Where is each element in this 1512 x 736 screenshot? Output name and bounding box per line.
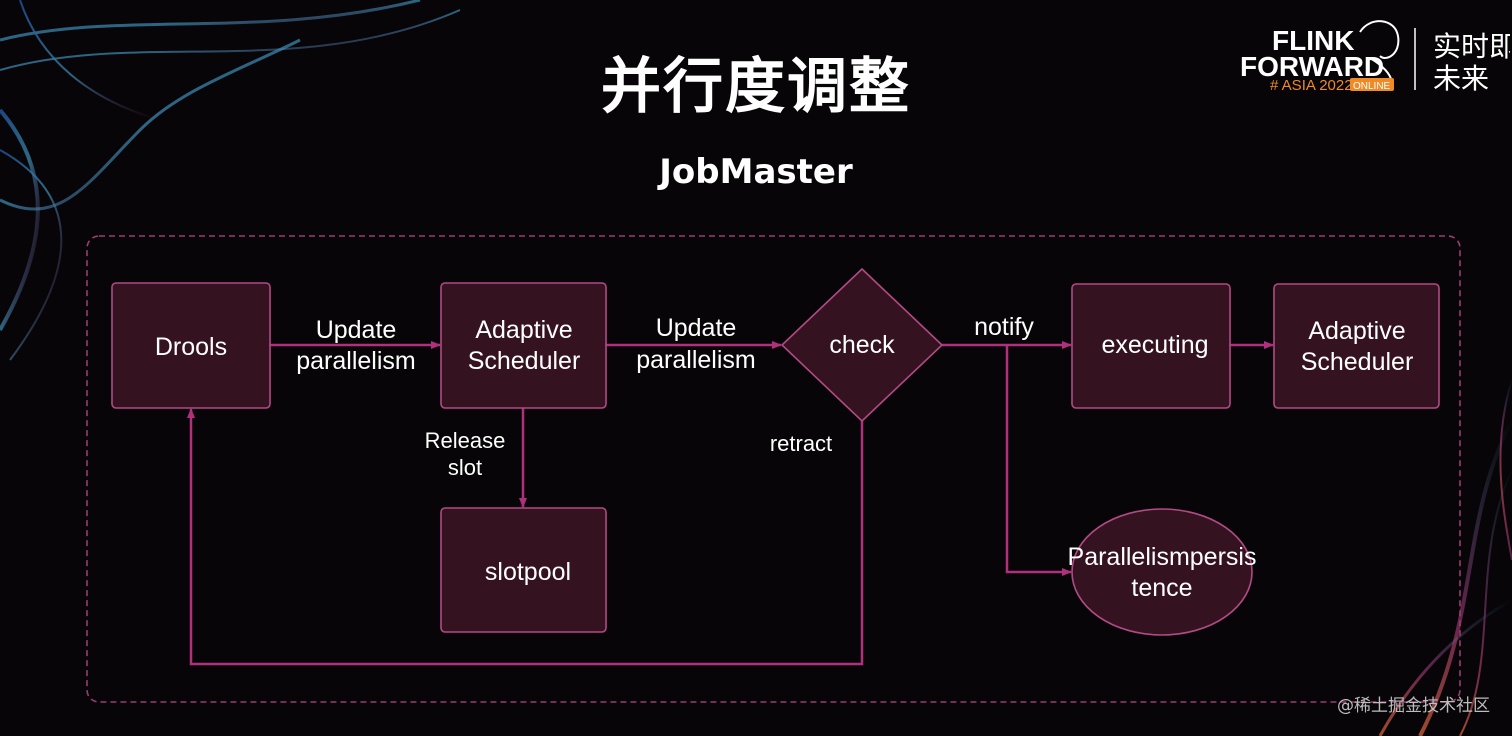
logo-line3: # ASIA 2022 <box>1270 77 1353 94</box>
node-slotpool-label: slotpool <box>485 558 571 586</box>
node-adaptive-scheduler-1-label-1: Adaptive <box>475 316 572 344</box>
edge-label-update-2b: parallelism <box>636 346 755 374</box>
diagram-heading: JobMaster <box>659 152 853 192</box>
node-adaptive-scheduler-2-label-2: Scheduler <box>1301 348 1414 376</box>
flink-forward-logo: FLINK FORWARD # ASIA 2022 ONLINE 实时即 未来 <box>1240 20 1510 95</box>
node-persistence-label-1: Parallelismpersis <box>1068 543 1257 571</box>
logo-cn-line1: 实时即 <box>1433 30 1510 63</box>
node-drools <box>111 282 271 409</box>
edge-label-update-2a: Update <box>656 314 737 342</box>
edge-label-release-2: slot <box>448 455 482 480</box>
slide-title: 并行度调整 <box>601 52 911 122</box>
logo-badge <box>1350 78 1394 91</box>
node-persistence-label-2: tence <box>1131 574 1192 602</box>
logo-cn-line2: 未来 <box>1433 62 1489 95</box>
node-check-label: check <box>829 331 895 359</box>
jobmaster-boundary <box>86 235 1461 703</box>
node-drools-label: Drools <box>155 333 227 361</box>
swirl-bottom-right <box>1378 379 1512 736</box>
edge-notify-to-persistence <box>1005 345 1072 576</box>
edge-label-release-1: Release <box>425 428 506 453</box>
node-adaptive-scheduler-1 <box>440 282 607 409</box>
edge-label-retract: retract <box>770 431 832 456</box>
node-adaptive-scheduler-2 <box>1273 283 1440 409</box>
node-persistence <box>1071 508 1253 636</box>
edge-label-update-1b: parallelism <box>296 347 415 375</box>
node-executing-label: executing <box>1101 331 1208 359</box>
edge-label-update-1a: Update <box>316 316 397 344</box>
node-adaptive-scheduler-1-label-2: Scheduler <box>468 347 581 375</box>
node-check <box>780 267 944 423</box>
node-slotpool <box>440 507 607 633</box>
logo-line1: FLINK <box>1272 25 1354 56</box>
logo-line2: FORWARD <box>1240 51 1384 82</box>
watermark: @稀土掘金技术社区 <box>1337 696 1490 716</box>
logo-badge-text: ONLINE <box>1353 81 1391 92</box>
node-executing <box>1071 283 1231 409</box>
node-adaptive-scheduler-2-label-1: Adaptive <box>1308 317 1405 345</box>
swirl-top-left <box>0 0 461 361</box>
edge-label-notify: notify <box>974 313 1034 341</box>
edge-retract <box>187 408 864 666</box>
